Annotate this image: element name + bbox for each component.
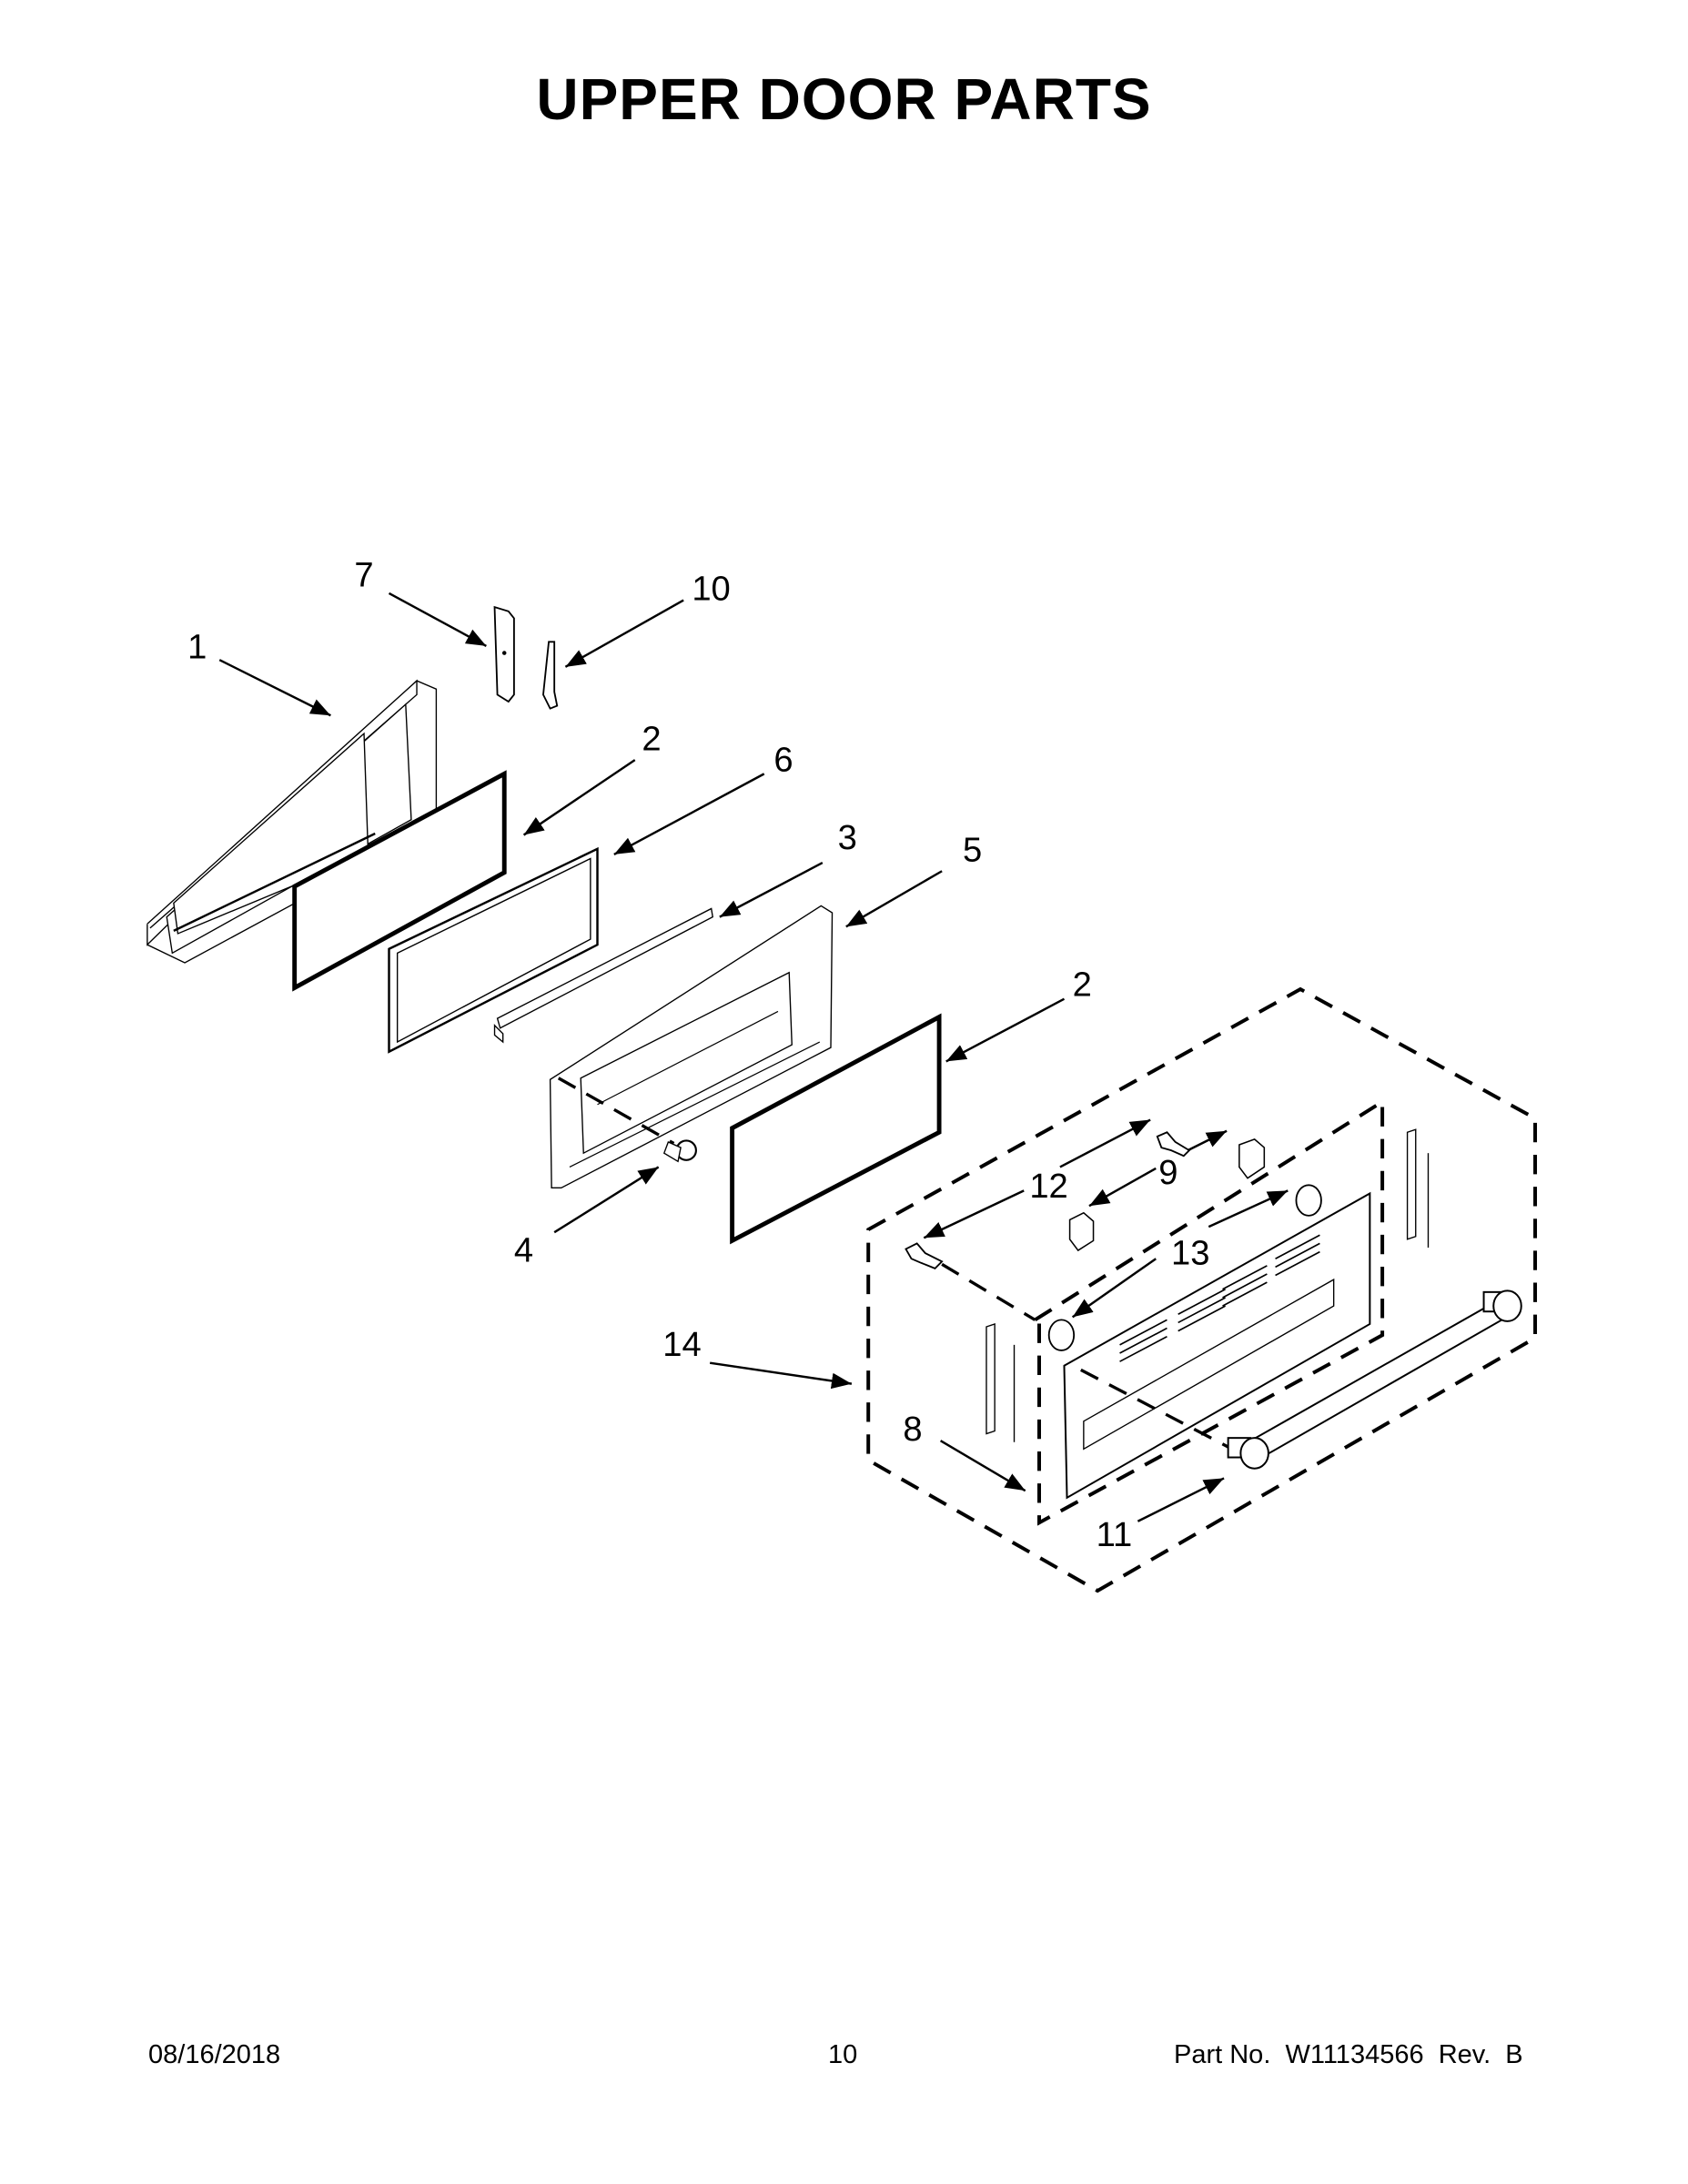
part-1-inner-door-frame [147, 679, 438, 964]
part-12-screw-lower [905, 1242, 1036, 1321]
part-13-spacer-upper [1295, 1184, 1322, 1217]
callout-10: 10 [692, 570, 730, 609]
callout-7: 7 [354, 555, 373, 594]
callout-11: 11 [1097, 1515, 1133, 1554]
outer-door-panel [1063, 1191, 1371, 1500]
part-13-spacer-lower [1047, 1319, 1076, 1351]
callout-6: 6 [773, 740, 793, 779]
footer-part-number: Part No. W11134566 Rev. B [1174, 2040, 1523, 2069]
callout-2-lower: 2 [1073, 966, 1092, 1005]
page-title: UPPER DOOR PARTS [536, 66, 1152, 132]
part-3-trim-strip [493, 907, 713, 1044]
part-9-clip-lower [1068, 1211, 1095, 1252]
part-7-hinge-plate [493, 605, 515, 703]
part-8-side-trim [986, 1128, 1430, 1442]
part-12-screw-upper [1156, 1131, 1191, 1158]
callout-9: 9 [1158, 1153, 1178, 1192]
part-2-glass-upper [292, 770, 507, 992]
callout-13: 13 [1171, 1233, 1209, 1272]
part-9-clip-upper [1238, 1138, 1266, 1179]
footer-date: 08/16/2018 [148, 2040, 281, 2069]
callout-1: 1 [187, 628, 207, 667]
part-14-outer-dashed-box [866, 986, 1538, 1593]
callout-8: 8 [903, 1410, 922, 1449]
leader-arrows [218, 592, 1289, 1522]
callout-4: 4 [514, 1230, 533, 1269]
inner-dashed-box [1034, 1098, 1385, 1526]
callout-12: 12 [1029, 1167, 1067, 1206]
part-11-handle [1227, 1289, 1522, 1470]
callout-14: 14 [662, 1325, 701, 1364]
part-5-outer-door-frame [549, 905, 834, 1189]
part-10-hinge [542, 641, 559, 710]
callout-2-upper: 2 [642, 719, 661, 758]
part-2-glass-lower [730, 1013, 942, 1245]
callout-3: 3 [838, 818, 857, 857]
footer-page-number: 10 [828, 2040, 858, 2069]
part-4-screw [557, 1077, 697, 1163]
callout-5: 5 [963, 831, 982, 870]
part-6-gasket-frame [388, 846, 599, 1054]
